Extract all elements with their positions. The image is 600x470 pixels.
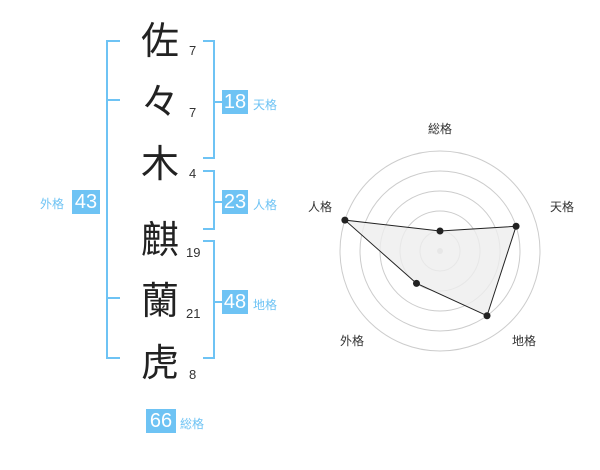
name-char-3: 木: [140, 142, 179, 186]
tenkaku-bracket-tick-bottom: [203, 157, 215, 159]
jinkaku-connector: [213, 201, 223, 203]
radar-axis-label-1: 総格: [428, 121, 452, 136]
radar-axis-label-4: 外格: [340, 333, 364, 348]
chikaku-bracket-tick-top: [203, 240, 215, 242]
radar-polygon: [343, 219, 517, 317]
radar-point-1: [436, 227, 444, 235]
gaikaku-bracket-tick-top: [106, 40, 120, 42]
soukaku-label: 総格: [180, 417, 205, 431]
stroke-count-4: 19: [186, 245, 201, 260]
stroke-count-2: 7: [189, 105, 197, 120]
gaikaku-bracket-tick-bottom: [106, 357, 120, 359]
radar-axis-label-2: 天格: [550, 199, 574, 214]
gaikaku-bracket-tick-mid-bottom: [106, 297, 120, 299]
gaikaku-bracket-vertical: [106, 40, 108, 359]
chikaku-bracket-vertical: [213, 240, 215, 359]
soukaku-value: 66: [146, 409, 176, 433]
radar-point-4: [412, 279, 420, 287]
stroke-count-5: 21: [186, 306, 201, 321]
radar-point-5: [341, 216, 349, 224]
gaikaku-value: 43: [72, 190, 100, 214]
radar-point-3: [483, 312, 491, 320]
tenkaku-value: 18: [222, 90, 248, 114]
jinkaku-bracket-tick-top: [203, 170, 215, 172]
gaikaku-label: 外格: [40, 197, 65, 211]
jinkaku-label: 人格: [253, 198, 278, 212]
stroke-count-1: 7: [189, 43, 197, 58]
radar-axis-label-5: 人格: [308, 199, 332, 214]
tenkaku-bracket-vertical: [213, 40, 215, 159]
name-char-1: 佐: [140, 19, 179, 63]
name-char-6: 虎: [140, 341, 179, 385]
tenkaku-connector: [213, 101, 223, 103]
chikaku-value: 48: [222, 290, 248, 314]
name-char-4: 麒: [140, 218, 179, 262]
chikaku-connector: [213, 301, 223, 303]
chikaku-label: 地格: [253, 298, 278, 312]
jinkaku-value: 23: [222, 190, 248, 214]
tenkaku-bracket-tick-top: [203, 40, 215, 42]
radar-grid-ring-5: [339, 150, 541, 352]
stroke-count-6: 8: [189, 367, 197, 382]
radar-grid-ring-4: [359, 170, 521, 332]
name-char-2: 々: [140, 80, 179, 124]
chikaku-bracket-tick-bottom: [203, 357, 215, 359]
radar-axis-label-3: 地格: [512, 333, 536, 348]
radar-point-2: [512, 222, 520, 230]
jinkaku-bracket-tick-bottom: [203, 228, 215, 230]
gaikaku-bracket-tick-mid-top: [106, 99, 120, 101]
name-char-5: 蘭: [140, 279, 179, 323]
stroke-count-3: 4: [189, 166, 197, 181]
tenkaku-label: 天格: [253, 98, 278, 112]
jinkaku-bracket-vertical: [213, 170, 215, 230]
